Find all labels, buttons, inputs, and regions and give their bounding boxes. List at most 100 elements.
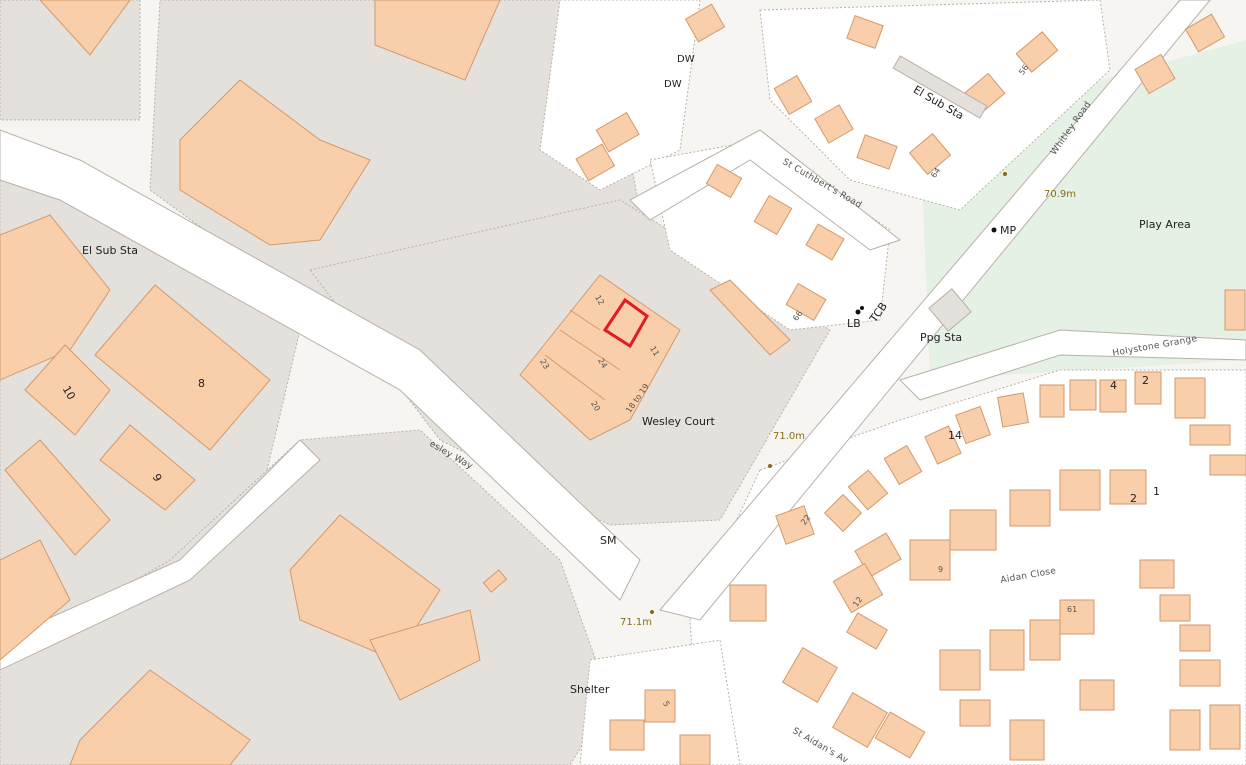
- house: [753, 194, 793, 236]
- plot-residential-top: [539, 0, 701, 191]
- house: [575, 143, 616, 182]
- label-height: 71.1m: [620, 617, 653, 628]
- house: [1134, 371, 1162, 405]
- house: [939, 649, 981, 691]
- house: [1134, 53, 1176, 95]
- house: [874, 711, 926, 759]
- house: [1029, 619, 1061, 661]
- house: [1159, 594, 1191, 622]
- house: [1179, 624, 1211, 652]
- building-8: [94, 284, 271, 451]
- height-marker: [1003, 172, 1007, 176]
- building-10: [24, 344, 111, 436]
- el-sub-sta-strip: [892, 55, 988, 119]
- house: [644, 689, 676, 723]
- house: [846, 14, 884, 50]
- label-el-sub-sta: El Sub Sta: [82, 244, 138, 257]
- mp-marker: [991, 227, 997, 233]
- building-left-lower: [4, 439, 111, 556]
- building-strip-right: [709, 279, 791, 356]
- ppg-sta-structure: [928, 288, 972, 332]
- house: [856, 134, 898, 170]
- house: [924, 425, 962, 465]
- house-number: 1: [1153, 485, 1160, 498]
- house: [684, 3, 726, 43]
- house: [729, 584, 767, 622]
- house: [805, 223, 845, 261]
- building-left-bottom: [0, 539, 71, 661]
- building-bottom-left: [69, 669, 251, 765]
- house: [1224, 289, 1246, 331]
- house: [955, 405, 991, 445]
- house: [831, 691, 889, 749]
- building-top-center: [374, 0, 501, 81]
- house: [482, 569, 508, 593]
- road-st-cuthberts: [629, 129, 902, 251]
- house: [773, 74, 813, 116]
- house: [1184, 13, 1226, 53]
- house: [909, 539, 951, 581]
- house: [679, 734, 711, 765]
- label-dw: DW: [664, 79, 682, 90]
- house: [1015, 31, 1059, 73]
- house: [1139, 559, 1175, 589]
- lb-marker: [855, 309, 861, 315]
- house: [781, 646, 839, 704]
- house: [959, 699, 991, 727]
- building-number: 8: [198, 377, 205, 390]
- label-lb: LB: [847, 317, 861, 330]
- label-height: 70.9m: [1044, 189, 1077, 200]
- house: [609, 719, 645, 751]
- label-shelter: Shelter: [570, 683, 610, 696]
- house: [883, 444, 923, 486]
- house: [1079, 679, 1115, 711]
- house: [1179, 659, 1221, 687]
- highlighted-unit: [602, 297, 649, 349]
- label-mp: MP: [1000, 224, 1017, 237]
- house: [908, 132, 952, 176]
- house: [846, 612, 888, 650]
- label-height: 71.0m: [773, 431, 806, 442]
- house-number: 14: [948, 429, 962, 442]
- house: [989, 629, 1025, 671]
- house: [1209, 454, 1246, 476]
- house: [847, 469, 889, 511]
- height-marker: [650, 610, 654, 614]
- house: [832, 562, 884, 614]
- house: [705, 163, 743, 199]
- plot-residential-mid: [649, 139, 891, 331]
- house: [785, 282, 827, 322]
- house: [1189, 424, 1231, 446]
- house: [1099, 379, 1127, 413]
- height-marker: [768, 464, 772, 468]
- house: [1039, 384, 1065, 418]
- building-top-left: [39, 0, 131, 56]
- house-number: 4: [1110, 379, 1117, 392]
- road-holystone: [899, 329, 1246, 401]
- building-retail-large: [179, 79, 371, 246]
- house: [1059, 599, 1095, 635]
- house: [814, 104, 854, 144]
- house: [949, 509, 997, 551]
- house: [1169, 709, 1201, 751]
- house: [1209, 704, 1241, 750]
- house-number: 2: [1130, 492, 1137, 505]
- house: [595, 111, 640, 153]
- house: [1009, 489, 1051, 527]
- house-number: 61: [1067, 605, 1078, 614]
- lb-marker: [860, 306, 864, 310]
- building-center-annex: [369, 609, 481, 701]
- label-play-area: Play Area: [1139, 218, 1191, 231]
- road-lower-left: [0, 439, 321, 671]
- house: [1009, 719, 1045, 761]
- building-left-sub: [0, 214, 111, 381]
- house-number: 9: [938, 565, 944, 574]
- building-9: [99, 424, 196, 511]
- house: [1174, 377, 1206, 419]
- road-wesley-way: [0, 129, 641, 601]
- house: [775, 505, 815, 545]
- label-wesley-court: Wesley Court: [642, 415, 715, 428]
- building-wesley-court: [519, 274, 681, 441]
